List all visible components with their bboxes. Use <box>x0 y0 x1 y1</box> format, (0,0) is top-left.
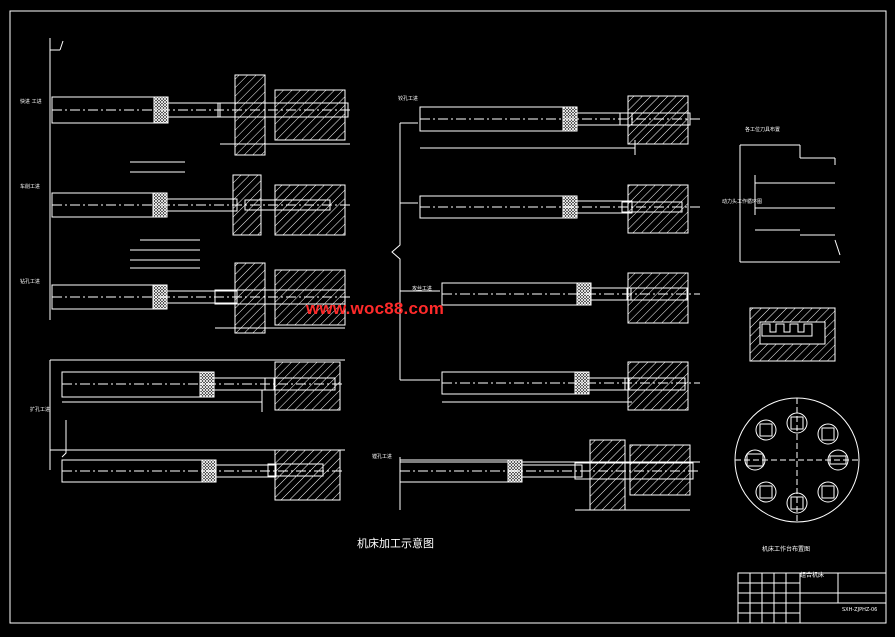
feed-cycle-diagram <box>739 144 841 263</box>
title-block-drawing-no: SXH-ZJPHZ-06 <box>842 607 877 613</box>
drawing-title: 机床加工示意图 <box>357 536 434 550</box>
middle-station-group <box>391 95 700 511</box>
indexing-table <box>734 397 860 523</box>
station-label-2: 车削工进 <box>20 183 40 190</box>
indexing-table-label: 机床工作台布置图 <box>762 545 810 553</box>
station-label-3: 钻孔工进 <box>20 278 40 285</box>
station-label-7: 镗孔工进 <box>372 453 392 460</box>
site-watermark: www.woc88.com <box>306 299 445 318</box>
title-block <box>737 572 887 624</box>
station-label-1: 快进 工进 <box>20 98 42 105</box>
left-station-group <box>49 38 350 501</box>
drawing-border <box>9 10 887 624</box>
station-label-5: 铰孔工进 <box>398 95 418 102</box>
station-label-4: 扩孔工进 <box>30 406 50 413</box>
title-block-name: 组合机床 <box>800 571 824 579</box>
feed-cycle-label: 各工位刀具布置 <box>745 126 780 133</box>
tool-cross-section <box>749 307 836 362</box>
station-label-6: 攻丝工进 <box>412 285 432 292</box>
feed-cycle-side-label: 动力头工作循环图 <box>722 198 762 205</box>
